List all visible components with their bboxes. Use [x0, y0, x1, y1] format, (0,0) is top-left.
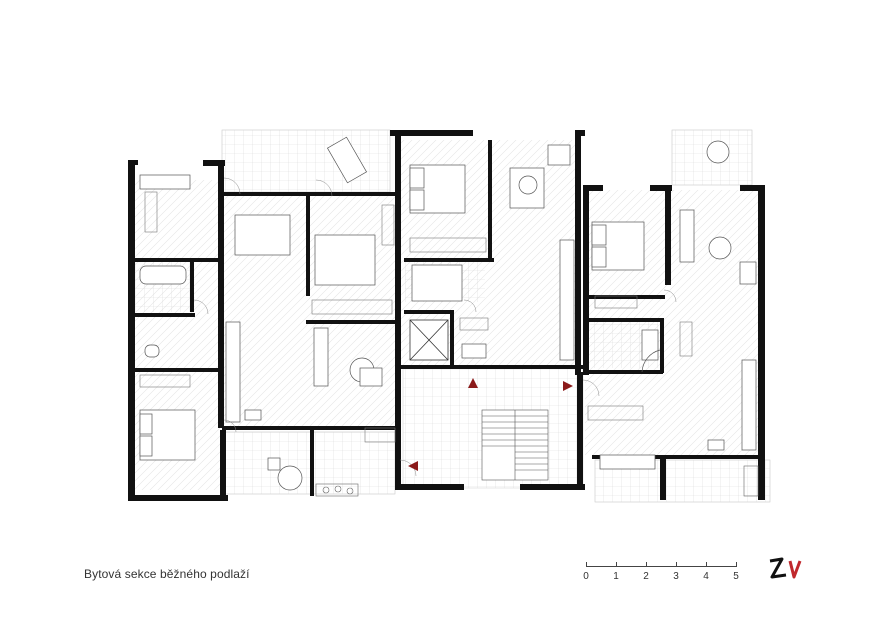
scale-label: 5 — [733, 571, 739, 582]
scale-tick — [706, 562, 707, 567]
scale-label: 4 — [703, 571, 709, 582]
scale-tick — [646, 562, 647, 567]
planters — [315, 465, 759, 497]
scale-label: 1 — [613, 571, 619, 582]
entry-arrow-icon — [468, 378, 478, 388]
scale-label: 2 — [643, 571, 649, 582]
plan-caption: Bytová sekce běžného podlaží — [84, 567, 250, 581]
elevator — [409, 319, 449, 361]
kitchens — [139, 174, 757, 451]
living-furniture — [234, 136, 757, 491]
door-swings — [193, 177, 677, 477]
scale-tick — [676, 562, 677, 567]
entry-arrows — [408, 378, 573, 471]
scale-tick — [736, 562, 737, 567]
scale-label: 0 — [583, 571, 589, 582]
entry-arrow-icon — [563, 381, 573, 391]
staircase — [481, 409, 549, 481]
scale-tick — [586, 562, 587, 567]
walls — [128, 130, 765, 501]
bathrooms — [139, 264, 661, 373]
scale-label: 3 — [673, 571, 679, 582]
wardrobes — [139, 191, 693, 443]
scale-bar: 0 1 2 3 4 5 — [583, 560, 743, 590]
entry-arrow-icon — [408, 461, 418, 471]
scale-line — [586, 566, 736, 567]
beds — [139, 164, 645, 461]
north-logo-icon — [769, 557, 802, 579]
scale-tick — [616, 562, 617, 567]
